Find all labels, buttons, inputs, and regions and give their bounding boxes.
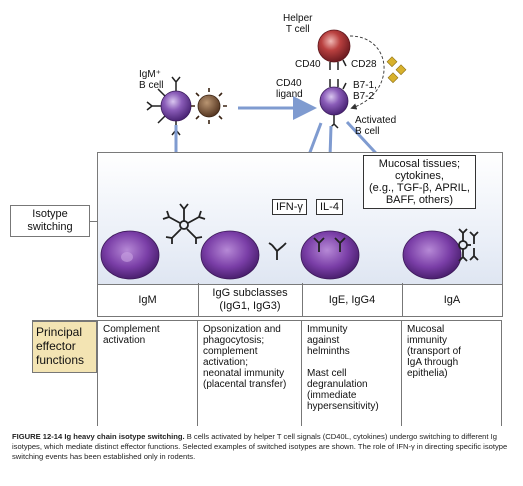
antigen-presenting-cell (191, 88, 227, 124)
il4-box: IL-4 (316, 199, 343, 215)
igm-plasma-cell (100, 230, 160, 280)
cd40-label: CD40 (295, 59, 321, 70)
activated-b-cell-label: Activated B cell (355, 115, 397, 137)
iga-dimer (458, 228, 479, 262)
figure-caption: FIGURE 12-14 Ig heavy chain isotype swit… (12, 432, 512, 462)
isotype-iga: IgA (402, 283, 503, 317)
isotype-row-border (97, 283, 502, 317)
helper-t-cell (317, 29, 351, 70)
ifn-gamma-box: IFN-γ (272, 199, 307, 215)
ige-plasma-cell (300, 230, 360, 280)
function-igg: Opsonization and phagocytosis; complemen… (198, 321, 302, 426)
activated-b-cell (319, 79, 349, 129)
mucosal-cytokines-box: Mucosal tissues; cytokines, (e.g., TGF-β… (363, 155, 476, 209)
igm-pentamer (162, 203, 206, 244)
cd40-ligand-label: CD40 ligand (276, 78, 303, 100)
igm-b-cell-label: IgM⁺ B cell (139, 69, 164, 91)
function-igm: Complement activation (97, 321, 198, 426)
caption-title: FIGURE 12-14 Ig heavy chain isotype swit… (12, 432, 185, 441)
ige-antibody (313, 237, 346, 252)
isotype-ige: IgE, IgG4 (302, 283, 403, 317)
functions-header: Principal effector functions (32, 321, 97, 373)
cd28-label: CD28 (351, 59, 377, 70)
igg-antibody (268, 242, 287, 260)
function-iga: Mucosal immunity (transport of IgA throu… (402, 321, 502, 426)
cytokine-feedback-arrow (349, 35, 385, 110)
caption-body: B cells activated by helper T cell signa… (12, 432, 508, 461)
isotype-switching-label: Isotype switching (10, 205, 90, 237)
helper-t-cell-label: Helper T cell (283, 13, 313, 35)
connector-line (90, 221, 98, 222)
cytokine-dots (386, 56, 407, 84)
igg-plasma-cell (200, 230, 260, 280)
isotype-igm: IgM (97, 283, 199, 317)
b7-label: B7-1, B7-2 (353, 80, 377, 102)
isotype-igg: IgG subclasses (IgG1, IgG3) (198, 283, 303, 317)
functions-top-border (32, 320, 502, 321)
plasma-cells (100, 203, 479, 280)
iga-plasma-cell (402, 230, 462, 280)
function-ige: Immunity against helminths Mast cell deg… (302, 321, 402, 426)
